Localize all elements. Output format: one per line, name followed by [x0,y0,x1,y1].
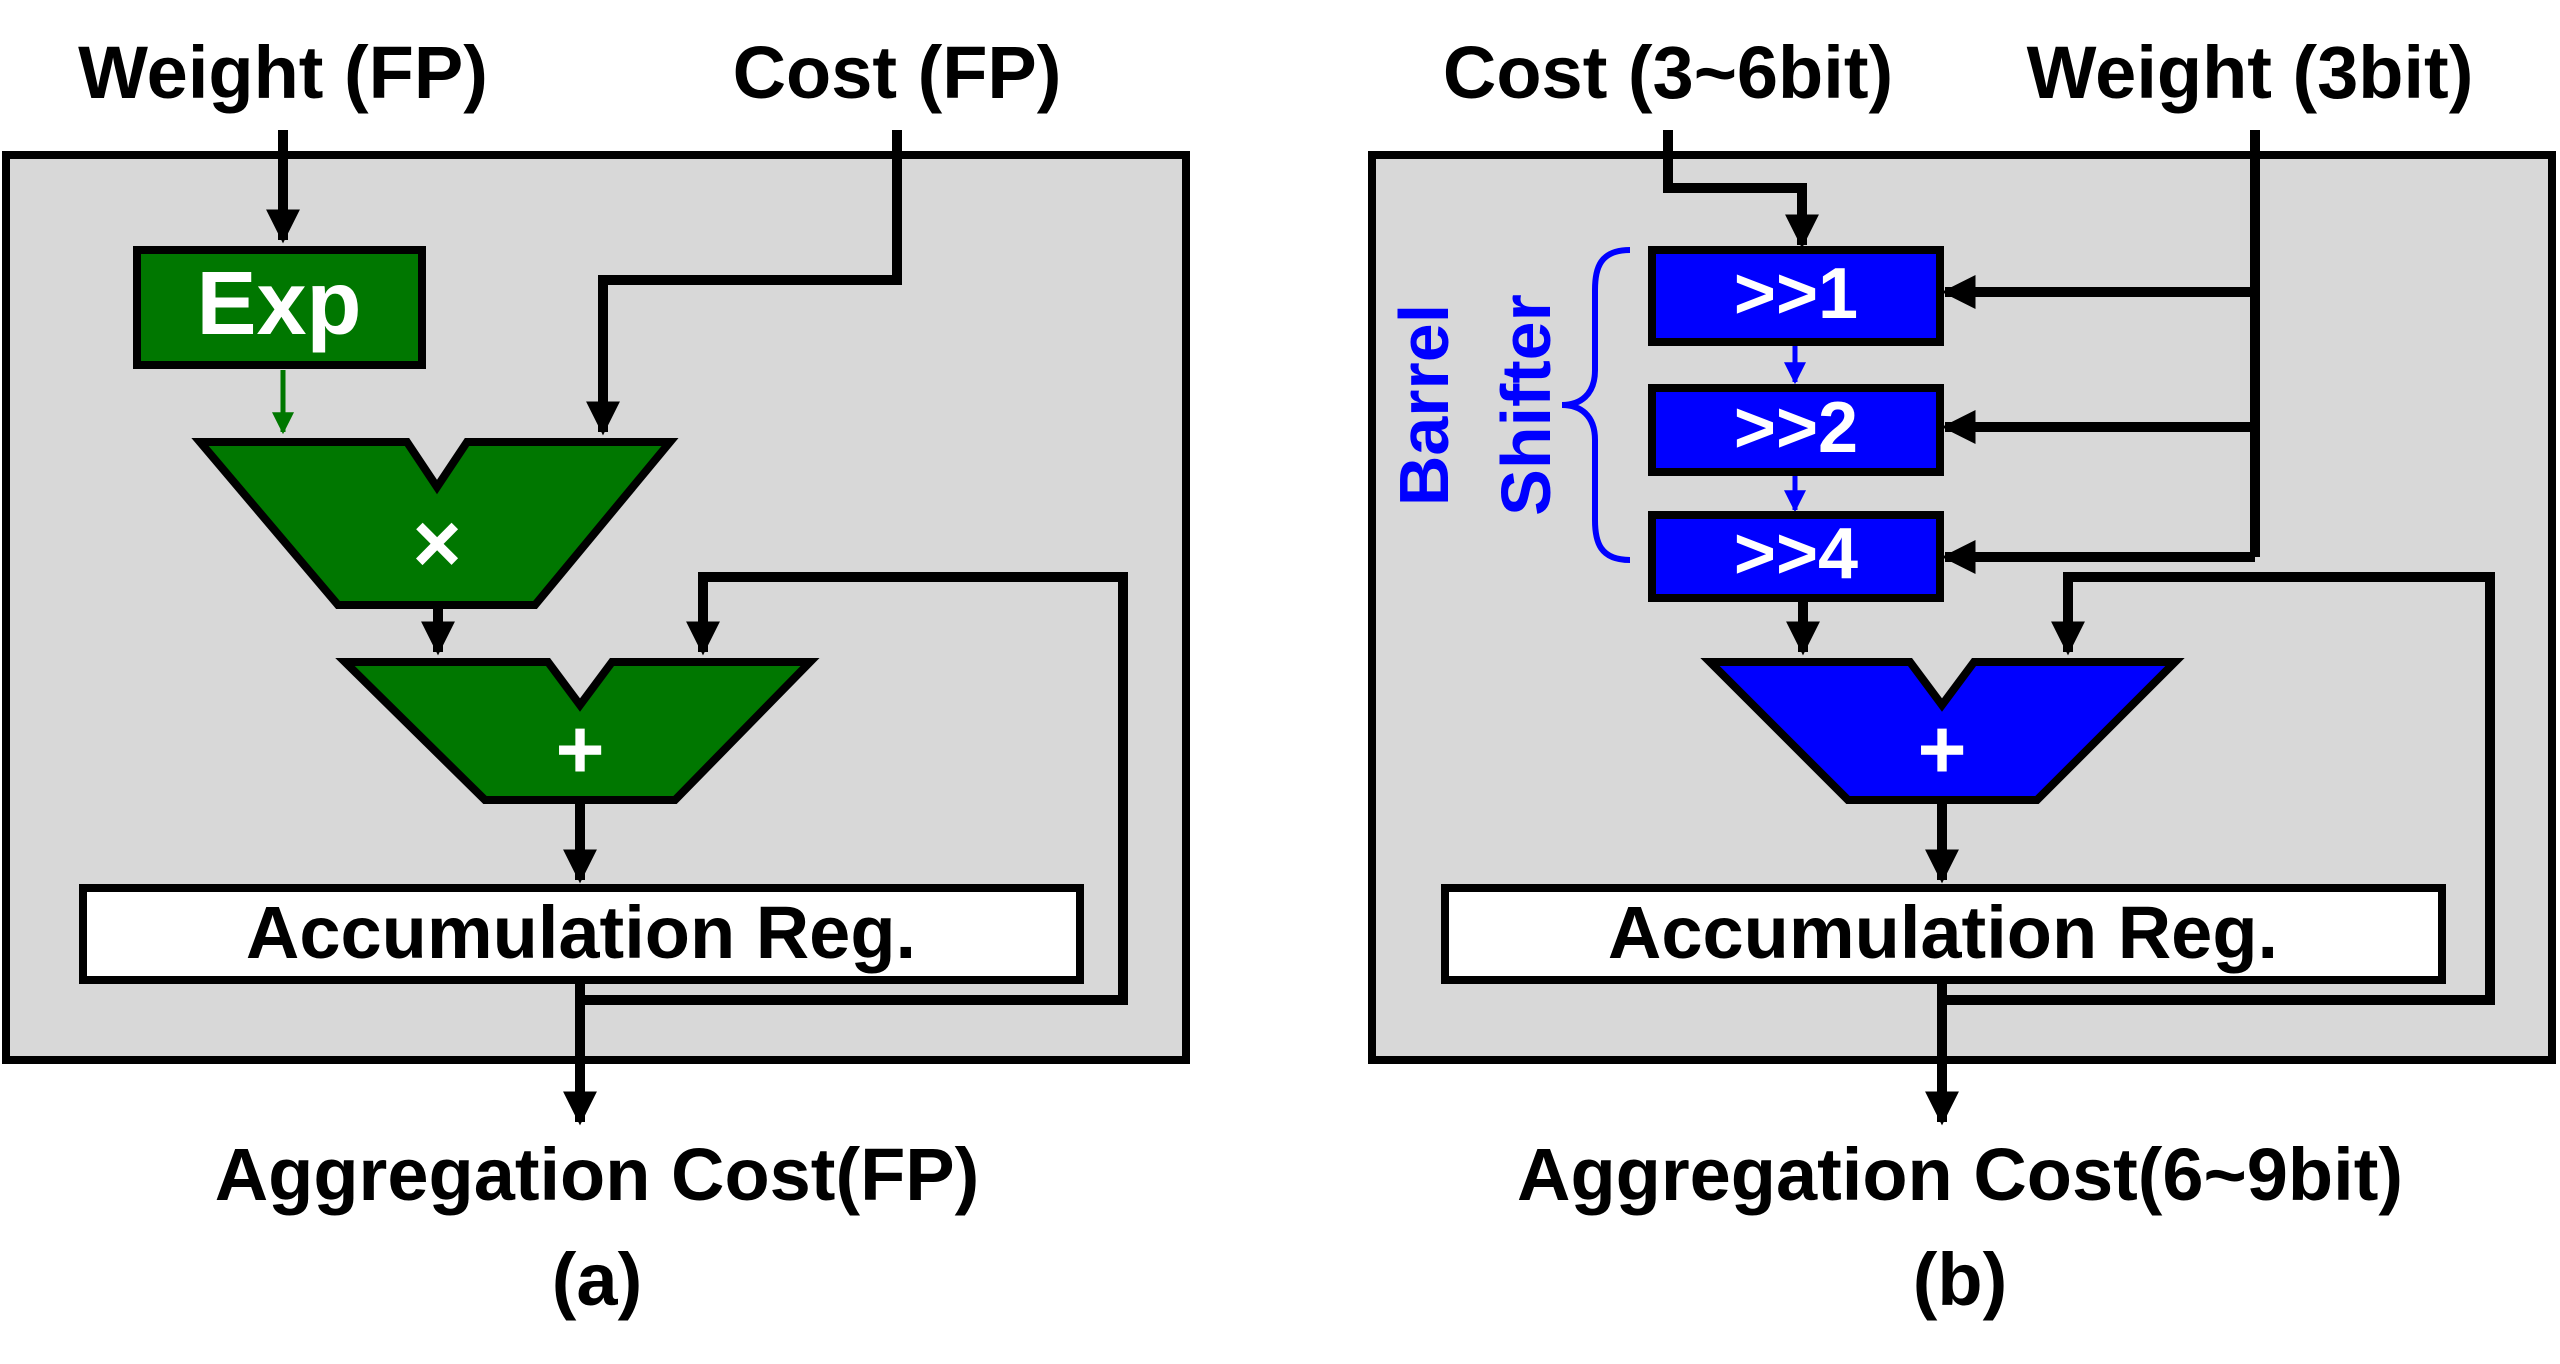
panel-b-accumulation-register [1441,884,2446,984]
panel-b-register-label: Accumulation Reg. [1608,891,2278,974]
panel-a-multiplier-label: × [412,496,461,590]
panel-b-shifter-label: Shifter [1487,294,1565,516]
panel-b-barrel-shifter-brace [1561,247,1631,563]
panel-a: Weight (FP) Cost (FP) Exp × + Accumulati… [2,31,1190,1321]
panel-b-shift-stage-1 [1648,246,1944,346]
panel-b-caption: (b) [1913,1238,2008,1321]
panel-a-caption: (a) [552,1238,642,1321]
panel-b-shift-stage-1-label: >>1 [1734,254,1858,334]
panel-b-output-label: Aggregation Cost(6~9bit) [1517,1133,2403,1216]
panel-b-shift-stage-3 [1648,511,1944,602]
panel-a-weight-input-label: Weight (FP) [78,31,488,114]
panel-a-exp-label: Exp [196,254,361,354]
panel-a-register-label: Accumulation Reg. [246,891,916,974]
panel-b: Cost (3~6bit) Weight (3bit) >>1 >>2 >>4 … [1368,31,2556,1321]
panel-a-accumulation-register [79,884,1084,984]
panel-b-shift-stage-2 [1648,384,1944,476]
panel-a-cost-wire [585,130,902,436]
panel-b-barrel-label: Barrel [1385,304,1463,506]
panel-b-adder-label: + [1917,702,1966,796]
panel-a-output-label: Aggregation Cost(FP) [215,1133,980,1216]
panel-b-shift-stage-2-label: >>2 [1734,388,1858,468]
panel-a-cost-input-label: Cost (FP) [733,31,1062,114]
panel-a-exp-block [133,246,426,369]
panel-b-cost-input-label: Cost (3~6bit) [1443,31,1893,114]
panel-b-shift-stage-3-label: >>4 [1734,514,1858,594]
panel-a-adder [335,658,820,804]
panel-a-adder-label: + [555,702,604,796]
panel-b-adder [1700,658,2185,804]
panel-b-cost-wire [1663,130,1820,249]
panel-a-multiplier [191,438,679,609]
panel-b-weight-input-label: Weight (3bit) [2027,31,2474,114]
